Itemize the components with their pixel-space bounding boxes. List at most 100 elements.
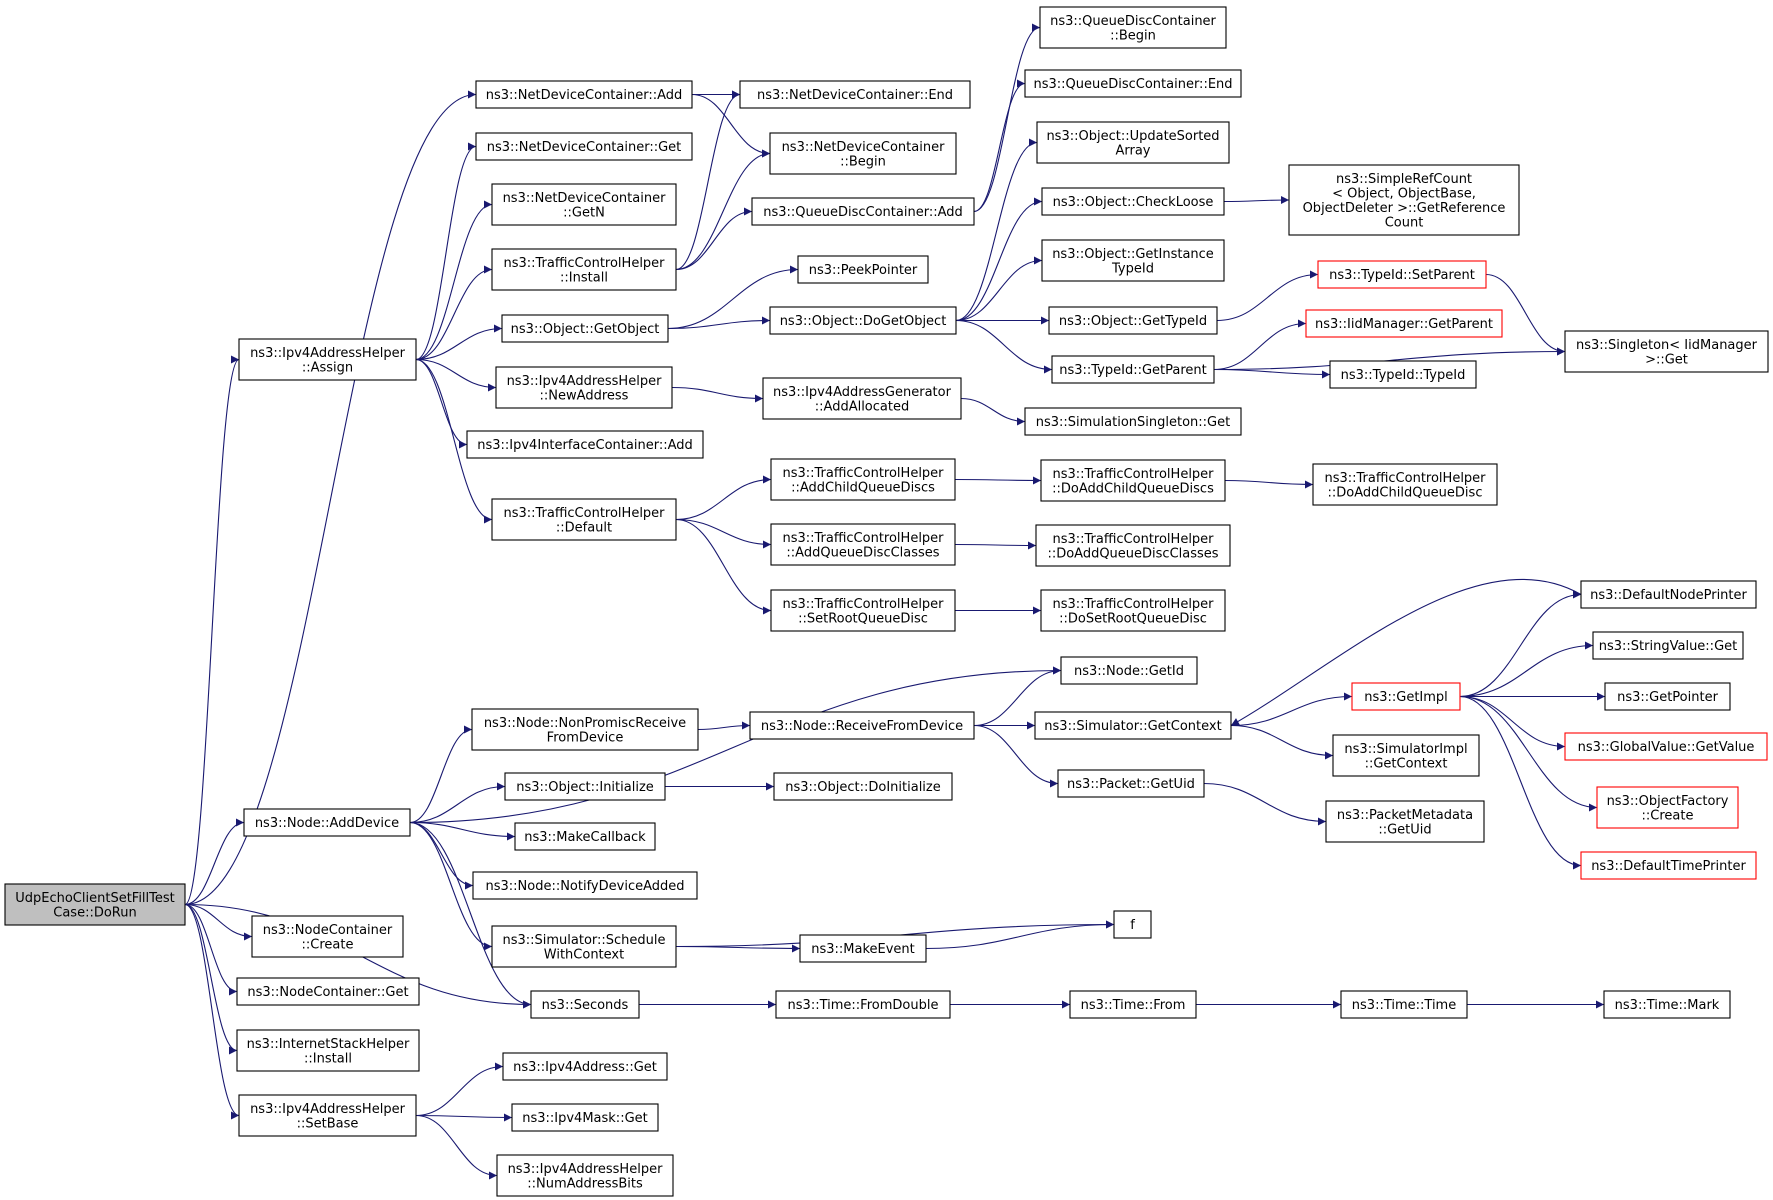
node-obj-getobject[interactable]: ns3::Object::GetObject xyxy=(501,314,669,343)
node-box xyxy=(769,132,957,175)
node-ndc-get[interactable]: ns3::NetDeviceContainer::Get xyxy=(475,132,693,161)
node-tch-doaddclasses[interactable]: ns3::TrafficControlHelper::DoAddQueueDis… xyxy=(1035,524,1231,567)
node-label-line: ns3::QueueDiscContainer xyxy=(1050,14,1216,29)
node-time-time[interactable]: ns3::Time::Time xyxy=(1340,990,1468,1019)
node-ndc-getn[interactable]: ns3::NetDeviceContainer::GetN xyxy=(491,183,677,226)
edge-obj_dogetobject-to-obj_getinstance xyxy=(955,256,1043,322)
node-ipv4mask-get[interactable]: ns3::Ipv4Mask::Get xyxy=(511,1103,659,1132)
node-ipv4ah-numbits[interactable]: ns3::Ipv4AddressHelper::NumAddressBits xyxy=(496,1154,674,1197)
node-ipv4ah-assign[interactable]: ns3::Ipv4AddressHelper::Assign xyxy=(238,338,417,381)
node-objfactory[interactable]: ns3::ObjectFactory::Create xyxy=(1596,786,1739,829)
node-makeevent[interactable]: ns3::MakeEvent xyxy=(799,934,927,963)
node-tch-addclasses[interactable]: ns3::TrafficControlHelper::AddQueueDiscC… xyxy=(770,523,956,566)
node-ipv4ic-add[interactable]: ns3::Ipv4InterfaceContainer::Add xyxy=(466,430,704,459)
node-time-from[interactable]: ns3::Time::From xyxy=(1069,990,1197,1019)
edge-node_nonpromisc-to-node_recv xyxy=(697,721,751,731)
node-packet-getuid[interactable]: ns3::Packet::GetUid xyxy=(1057,769,1205,798)
node-label-line: ns3::Node::ReceiveFromDevice xyxy=(761,719,963,734)
node-box xyxy=(799,934,927,963)
node-box xyxy=(236,977,420,1006)
node-tch-doaddchildqd[interactable]: ns3::TrafficControlHelper::DoAddChildQue… xyxy=(1312,463,1498,506)
node-qdc-begin[interactable]: ns3::QueueDiscContainer::Begin xyxy=(1039,6,1227,49)
node-ipv4addr-get[interactable]: ns3::Ipv4Address::Get xyxy=(502,1052,668,1081)
node-obj-initialize[interactable]: ns3::Object::Initialize xyxy=(504,772,666,801)
node-ipv4ag-addalloc[interactable]: ns3::Ipv4AddressGenerator::AddAllocated xyxy=(762,377,962,420)
node-peekpointer[interactable]: ns3::PeekPointer xyxy=(797,255,929,284)
node-deftimeprinter[interactable]: ns3::DefaultTimePrinter xyxy=(1580,851,1757,880)
node-label-line: ns3::Ipv4AddressHelper xyxy=(250,346,406,361)
node-label-line: ::GetN xyxy=(563,205,605,220)
node-tch-install[interactable]: ns3::TrafficControlHelper::Install xyxy=(491,248,677,291)
node-label-line: < Object, ObjectBase, xyxy=(1332,186,1476,201)
node-box xyxy=(251,915,404,958)
node-defnodeprinter[interactable]: ns3::DefaultNodePrinter xyxy=(1580,580,1757,609)
node-label-line: ns3::NetDeviceContainer::End xyxy=(757,88,953,103)
node-node-adddevice[interactable]: ns3::Node::AddDevice xyxy=(243,808,411,837)
node-simplerefcount[interactable]: ns3::SimpleRefCount< Object, ObjectBase,… xyxy=(1288,164,1520,236)
node-sim-getcontext[interactable]: ns3::Simulator::GetContext xyxy=(1034,711,1232,740)
node-globalvalue[interactable]: ns3::GlobalValue::GetValue xyxy=(1564,732,1768,761)
node-tch-doaddchildqds[interactable]: ns3::TrafficControlHelper::DoAddChildQue… xyxy=(1040,459,1226,502)
node-nc-get[interactable]: ns3::NodeContainer::Get xyxy=(236,977,420,1006)
node-tch-setroot[interactable]: ns3::TrafficControlHelper::SetRootQueueD… xyxy=(770,589,956,632)
node-node-getid[interactable]: ns3::Node::GetId xyxy=(1060,656,1198,685)
node-label-line: ns3::Object::CheckLoose xyxy=(1053,195,1214,210)
node-label-line: ns3::Node::NotifyDeviceAdded xyxy=(485,879,684,894)
node-box xyxy=(1312,463,1498,506)
node-simimpl-getcontext[interactable]: ns3::SimulatorImpl::GetContext xyxy=(1332,734,1480,777)
node-pktmeta-getuid[interactable]: ns3::PacketMetadata::GetUid xyxy=(1325,800,1485,843)
node-typeid-setparent[interactable]: ns3::TypeId::SetParent xyxy=(1317,260,1487,289)
node-getpointer[interactable]: ns3::GetPointer xyxy=(1604,682,1731,711)
node-tch-addchild[interactable]: ns3::TrafficControlHelper::AddChildQueue… xyxy=(770,458,956,501)
node-label-line: ::Begin xyxy=(1110,28,1156,43)
edge-sim_getcontext-to-getimpl xyxy=(1230,692,1353,727)
node-qdc-end[interactable]: ns3::QueueDiscContainer::End xyxy=(1024,69,1242,98)
edge-typeid_setparent-to-singleton xyxy=(1485,273,1566,356)
node-label-line: ns3::Ipv4AddressHelper xyxy=(507,374,663,389)
node-getimpl[interactable]: ns3::GetImpl xyxy=(1351,682,1461,711)
node-f[interactable]: f xyxy=(1113,910,1152,939)
node-qdc-add[interactable]: ns3::QueueDiscContainer::Add xyxy=(751,197,975,226)
node-label-line: ::Create xyxy=(302,937,354,952)
node-singleton[interactable]: ns3::Singleton< IidManager>::Get xyxy=(1564,330,1769,373)
node-nc-create[interactable]: ns3::NodeContainer::Create xyxy=(251,915,404,958)
node-iid-getparent[interactable]: ns3::IidManager::GetParent xyxy=(1305,309,1503,338)
node-obj-doinitialize[interactable]: ns3::Object::DoInitialize xyxy=(773,772,953,801)
node-obj-gettypeid[interactable]: ns3::Object::GetTypeId xyxy=(1048,306,1218,335)
node-typeid-typeid[interactable]: ns3::TypeId::TypeId xyxy=(1329,360,1477,389)
node-box xyxy=(769,306,957,335)
node-stringvalue-get[interactable]: ns3::StringValue::Get xyxy=(1592,631,1744,660)
node-label-line: ns3::Ipv4AddressHelper xyxy=(508,1162,664,1177)
node-simsingleton[interactable]: ns3::SimulationSingleton::Get xyxy=(1024,407,1242,436)
node-typeid-getparent[interactable]: ns3::TypeId::GetParent xyxy=(1051,355,1215,384)
node-label-line: ns3::Object::UpdateSorted xyxy=(1046,129,1219,144)
node-tch-dosetroot[interactable]: ns3::TrafficControlHelper::DoSetRootQueu… xyxy=(1040,589,1226,632)
edge-defnodeprinter-to-sim_getcontext xyxy=(1230,578,1582,726)
edge-obj_getobject-to-obj_dogetobject xyxy=(667,316,771,330)
node-obj-checkloose[interactable]: ns3::Object::CheckLoose xyxy=(1041,187,1225,216)
node-ish-install[interactable]: ns3::InternetStackHelper::Install xyxy=(236,1029,420,1072)
node-ipv4ah-newaddr[interactable]: ns3::Ipv4AddressHelper::NewAddress xyxy=(495,366,673,409)
node-node-notify[interactable]: ns3::Node::NotifyDeviceAdded xyxy=(472,871,698,900)
node-tch-default[interactable]: ns3::TrafficControlHelper::Default xyxy=(491,498,677,541)
edge-node_adddevice-to-sim_schedule xyxy=(409,821,493,951)
node-ndc-begin[interactable]: ns3::NetDeviceContainer::Begin xyxy=(769,132,957,175)
edge-obj_dogetobject-to-obj_checkloose xyxy=(955,197,1043,322)
node-time-mark[interactable]: ns3::Time::Mark xyxy=(1603,990,1731,1019)
node-obj-dogetobject[interactable]: ns3::Object::DoGetObject xyxy=(769,306,957,335)
node-box xyxy=(739,80,971,109)
node-node-recv[interactable]: ns3::Node::ReceiveFromDevice xyxy=(749,711,975,740)
node-label-line: ns3::TypeId::GetParent xyxy=(1059,363,1207,378)
node-makecallback[interactable]: ns3::MakeCallback xyxy=(514,822,656,851)
node-box xyxy=(1332,734,1480,777)
node-ndc-add[interactable]: ns3::NetDeviceContainer::Add xyxy=(475,80,693,109)
node-ipv4ah-setbase[interactable]: ns3::Ipv4AddressHelper::SetBase xyxy=(238,1094,417,1137)
node-time-fromdouble[interactable]: ns3::Time::FromDouble xyxy=(775,990,951,1019)
node-seconds[interactable]: ns3::Seconds xyxy=(530,990,640,1019)
node-ndc-end[interactable]: ns3::NetDeviceContainer::End xyxy=(739,80,971,109)
